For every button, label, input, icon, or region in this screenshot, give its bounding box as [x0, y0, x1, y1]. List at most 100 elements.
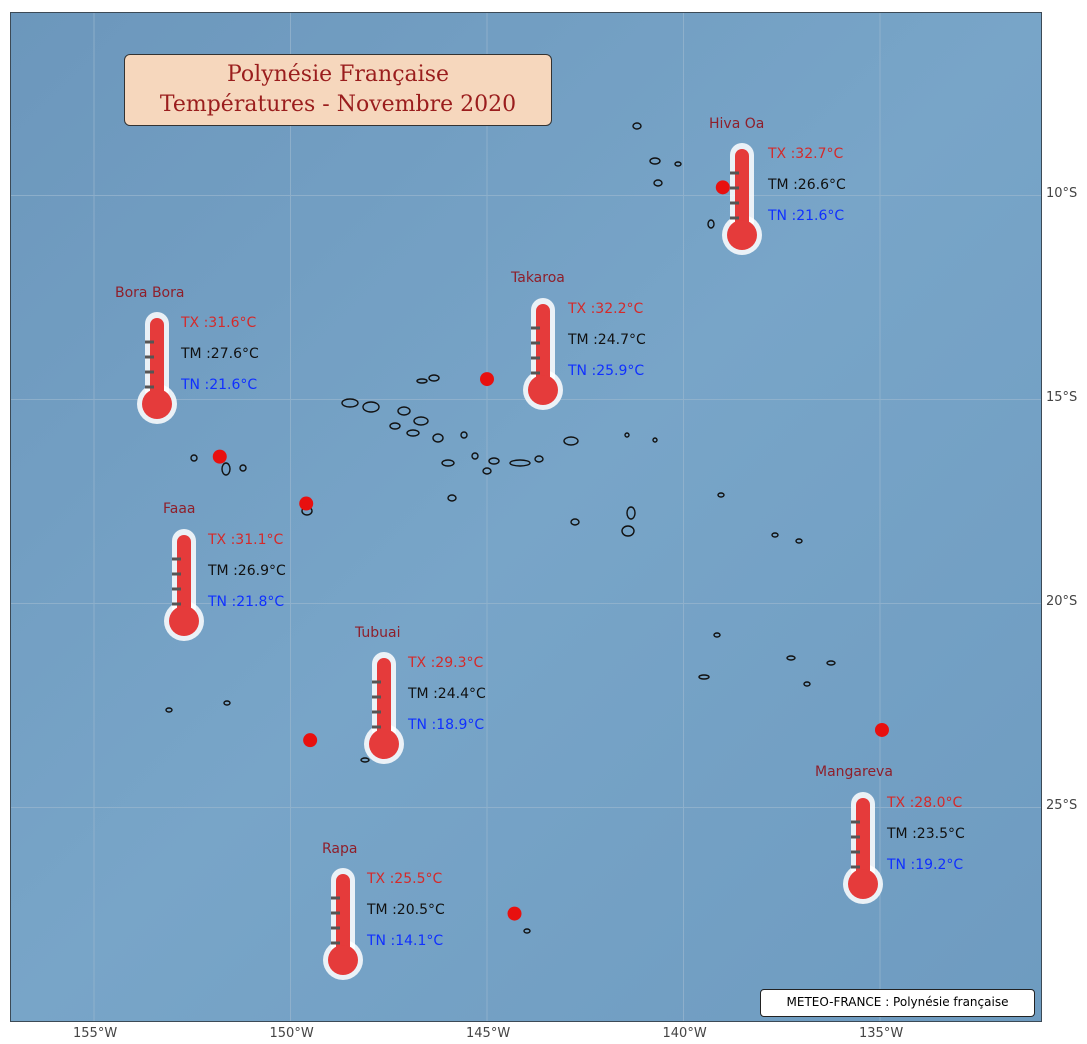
station-name: Takaroa — [511, 270, 565, 286]
station-tn-value: TN :19.2°C — [887, 857, 964, 873]
island-outline — [795, 538, 803, 544]
credit-badge: METEO-FRANCE : Polynésie française — [760, 989, 1035, 1017]
island-outline — [786, 655, 796, 661]
station-name: Faaa — [163, 501, 196, 517]
station-tn-value: TN :21.6°C — [768, 208, 845, 224]
island-outline — [223, 700, 231, 706]
longitude-label: 145°W — [466, 1026, 511, 1041]
latitude-label: 25°S — [1046, 797, 1078, 813]
station-tx-value: TX :32.7°C — [768, 146, 844, 162]
station-marker — [507, 906, 522, 921]
thermometer-icon — [523, 298, 563, 410]
island-outline — [771, 532, 779, 538]
island-outline — [632, 122, 642, 130]
station-tx-value: TX :28.0°C — [887, 795, 963, 811]
island-outline — [413, 416, 429, 426]
island-outline — [488, 457, 500, 465]
island-outline — [649, 157, 661, 165]
station-tx-value: TX :31.6°C — [181, 315, 257, 331]
island-outline — [674, 161, 682, 167]
island-outline — [432, 433, 444, 443]
station-marker — [212, 449, 227, 464]
station-marker — [715, 180, 730, 195]
island-outline — [621, 525, 635, 537]
island-outline — [397, 406, 411, 416]
longitude-label: 140°W — [662, 1026, 707, 1041]
station-name: Mangareva — [815, 764, 893, 780]
island-outline — [441, 459, 455, 467]
station-tx-value: TX :29.3°C — [408, 655, 484, 671]
island-outline — [341, 398, 359, 408]
island-outline — [389, 422, 401, 430]
station-tn-value: TN :14.1°C — [367, 933, 444, 949]
title-line-1: Polynésie Française — [227, 62, 449, 87]
island-outline — [713, 632, 721, 638]
station-tx-value: TX :31.1°C — [208, 532, 284, 548]
station-tn-value: TN :25.9°C — [568, 363, 645, 379]
island-outline — [362, 401, 380, 413]
latitude-label: 15°S — [1046, 389, 1078, 405]
island-outline — [563, 436, 579, 446]
island-outline — [707, 219, 715, 229]
station-name: Tubuai — [355, 625, 401, 641]
island-outline — [165, 707, 173, 713]
station-tm-value: TM :26.6°C — [768, 177, 846, 193]
island-outline — [406, 429, 420, 437]
island-outline — [360, 757, 370, 763]
map-title: Polynésie Française Températures - Novem… — [124, 54, 552, 126]
thermometer-icons — [137, 143, 883, 980]
island-outline — [653, 179, 663, 187]
longitude-label: 135°W — [859, 1026, 904, 1041]
station-tx-value: TX :32.2°C — [568, 301, 644, 317]
station-tm-value: TM :24.7°C — [568, 332, 646, 348]
island-outline — [652, 437, 658, 443]
island-outline — [570, 518, 580, 526]
thermometer-icon — [843, 792, 883, 904]
island-outline — [460, 431, 468, 439]
thermometer-icon — [164, 529, 204, 641]
island-outline — [803, 681, 811, 687]
latitude-label: 20°S — [1046, 593, 1078, 609]
island-outline — [698, 674, 710, 680]
station-marker — [480, 372, 494, 387]
thermometer-icon — [364, 652, 404, 764]
station-tm-value: TM :20.5°C — [367, 902, 445, 918]
island-outline — [471, 452, 479, 460]
longitude-label: 150°W — [269, 1026, 314, 1041]
thermometer-icon — [722, 143, 762, 255]
island-outline — [221, 462, 231, 476]
island-outline — [523, 928, 531, 934]
station-name: Hiva Oa — [709, 116, 765, 132]
station-name: Rapa — [322, 841, 358, 857]
island-outline — [482, 467, 492, 475]
station-tm-value: TM :27.6°C — [181, 346, 259, 362]
station-tm-value: TM :23.5°C — [887, 826, 965, 842]
map-frame[interactable]: Polynésie Française Températures - Novem… — [10, 12, 1042, 1022]
station-marker — [303, 733, 318, 748]
island-outline — [428, 374, 440, 382]
station-tn-value: TN :21.8°C — [208, 594, 285, 610]
island-outline — [534, 455, 544, 463]
island-outline — [717, 492, 725, 498]
station-marker — [299, 496, 314, 511]
station-tn-value: TN :21.6°C — [181, 377, 258, 393]
longitude-label: 155°W — [73, 1026, 118, 1041]
island-outline — [509, 459, 531, 467]
island-outline — [416, 378, 428, 384]
latitude-label: 10°S — [1046, 185, 1078, 201]
map-canvas[interactable] — [11, 13, 1042, 1022]
thermometer-icon — [137, 312, 177, 424]
island-outline — [626, 506, 636, 520]
station-tm-value: TM :26.9°C — [208, 563, 286, 579]
station-name: Bora Bora — [115, 285, 185, 301]
island-outline — [826, 660, 836, 666]
island-outline — [239, 464, 247, 472]
station-markers — [212, 180, 889, 921]
thermometer-icon — [323, 868, 363, 980]
station-tx-value: TX :25.5°C — [367, 871, 443, 887]
station-tm-value: TM :24.4°C — [408, 686, 486, 702]
title-line-2: Températures - Novembre 2020 — [159, 92, 517, 117]
island-outlines — [165, 122, 836, 934]
island-outline — [190, 454, 198, 462]
station-marker — [874, 722, 889, 737]
